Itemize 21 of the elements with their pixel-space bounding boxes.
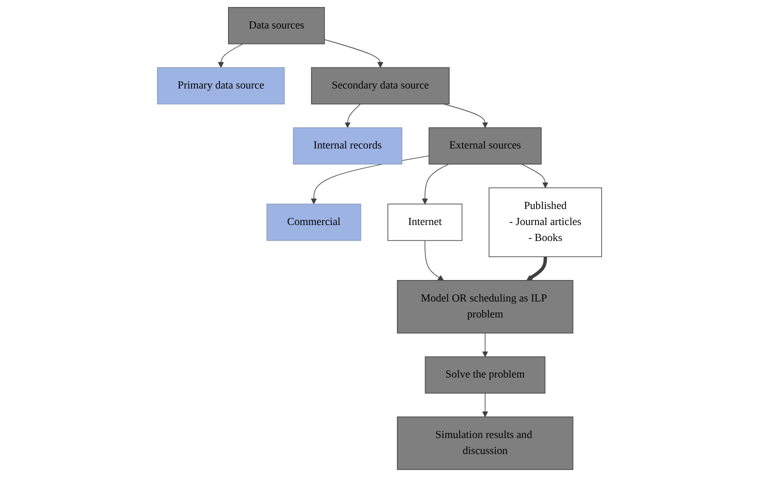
node-box: Model OR scheduling as ILP problem [396, 280, 574, 334]
node-box: Primary data source [157, 67, 285, 104]
node-box: Solve the problem [424, 356, 546, 394]
arrow [344, 104, 361, 128]
node-box: Secondary data source [311, 67, 450, 104]
arrow [218, 44, 244, 68]
arrow [482, 392, 488, 418]
node-box: Internet [388, 204, 462, 241]
arrow [424, 240, 444, 281]
arrow [521, 164, 548, 188]
arrow [482, 332, 488, 357]
node-box: Published - Journal articles - Books [488, 187, 602, 258]
node-box: Simulation results and discussion [396, 416, 574, 470]
node-box: Internal records [292, 127, 402, 164]
node-box: Data sources [228, 7, 325, 44]
arrow [422, 164, 449, 204]
node-box: Commercial [266, 204, 362, 241]
arrow [324, 39, 384, 68]
arrow [444, 104, 488, 128]
arrow [526, 256, 547, 281]
node-box: External sources [428, 127, 542, 164]
